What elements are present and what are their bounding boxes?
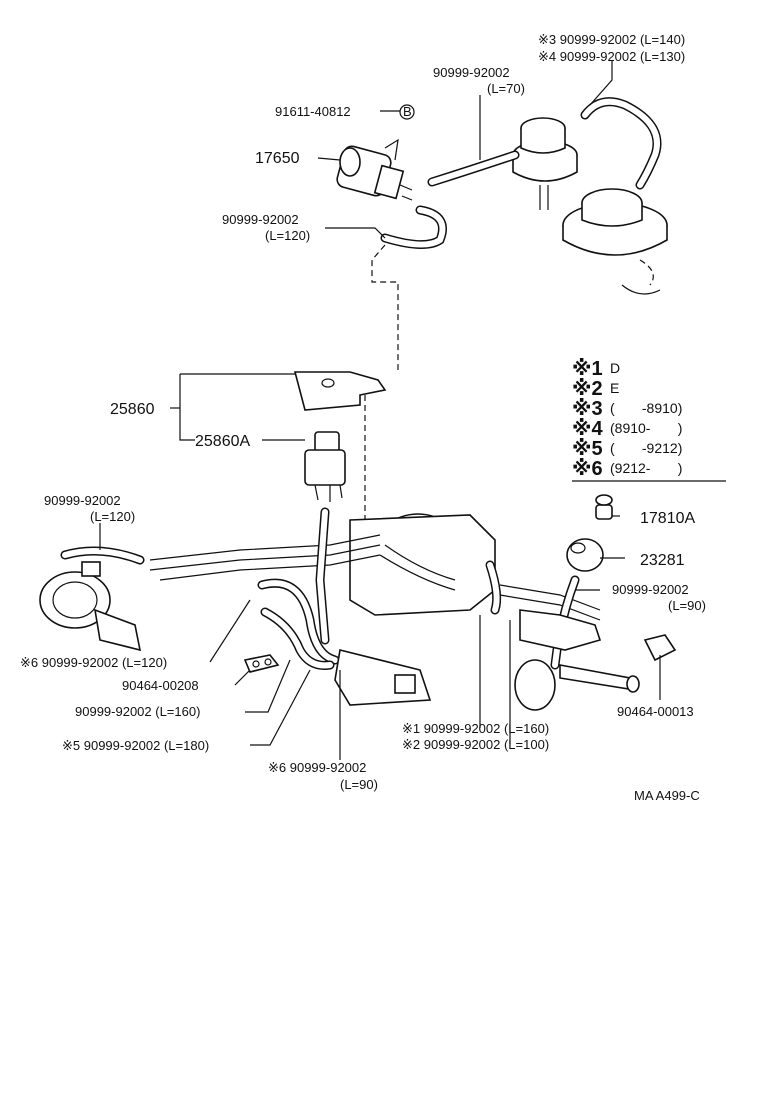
callout-right-hose-part: 90999-92002 (612, 582, 689, 597)
hose-upper-l70 (427, 150, 520, 187)
callout-reference-b: B (403, 104, 412, 119)
legend-text-2: E (610, 380, 619, 396)
callout-right-hose-length: (L=90) (668, 598, 706, 613)
figure-code: MA A499-C (634, 788, 700, 803)
damper-23281 (566, 538, 604, 572)
legend-text-4: (8910- ) (610, 420, 682, 436)
callout-damper-23281: 23281 (640, 552, 685, 569)
right-bracket-assembly (514, 609, 640, 711)
callout-hose-l160-1: ※1 90999-92002 (L=160) (402, 721, 549, 736)
left-pump (39, 561, 142, 652)
legend-text-6: (9212- ) (610, 460, 682, 476)
callout-hose-l160: 90999-92002 (L=160) (75, 704, 200, 719)
filter-17810a (595, 494, 613, 520)
callout-upper-hose-part: 90999-92002 (433, 65, 510, 80)
callout-left-hose-length: (L=120) (90, 509, 135, 524)
callout-vsv-25860a: 25860A (195, 433, 250, 450)
callout-clamp-00208: 90464-00208 (122, 678, 199, 693)
legend-text-3: ( -8910) (610, 400, 682, 416)
clamp-90464-00208 (243, 654, 280, 673)
callout-labels: ※3 90999-92002 (L=140) ※4 90999-92002 (L… (20, 32, 706, 792)
hose-upper-l120 (380, 205, 447, 249)
legend-mark-1: ※1 (572, 358, 603, 380)
callout-bracket-25860: 25860 (110, 401, 155, 418)
vsv-25860a (304, 431, 346, 502)
hoses-lower-left (257, 507, 340, 670)
hose-right-l160 (485, 560, 502, 615)
applicability-legend: ※1 D ※2 E ※3 ( -8910) ※4 (8910- ) ※5 ( -… (572, 358, 726, 482)
reference-mark-b (399, 104, 415, 120)
clip-90464-00013 (643, 634, 677, 662)
bracket-25860 (293, 371, 387, 411)
legend-mark-4: ※4 (572, 418, 603, 440)
legend-mark-5: ※5 (572, 438, 603, 460)
hose-left-l120 (60, 546, 145, 565)
callout-hose-l90-6-length: (L=90) (340, 777, 378, 792)
callout-l130: ※4 90999-92002 (L=130) (538, 49, 685, 64)
engine-block-lower (334, 649, 432, 706)
callout-bolt: 91611-40812 (275, 104, 351, 119)
callout-hose-l180-5: ※5 90999-92002 (L=180) (62, 738, 209, 753)
callout-l140: ※3 90999-92002 (L=140) (538, 32, 685, 47)
callout-hose-l120-6: ※6 90999-92002 (L=120) (20, 655, 167, 670)
throttle-body (349, 513, 496, 616)
callout-vsv-hose-part: 90999-92002 (222, 212, 299, 227)
vacuum-pipes (149, 534, 601, 621)
legend-mark-2: ※2 (572, 378, 603, 400)
legend-text-1: D (610, 360, 620, 376)
legend-mark-6: ※6 (572, 458, 603, 480)
callout-filter-17810a: 17810A (640, 510, 695, 527)
legend-text-5: ( -9212) (610, 440, 682, 456)
callout-vsv-hose-length: (L=120) (265, 228, 310, 243)
callout-vsv-17650: 17650 (255, 150, 300, 167)
callout-left-hose-part: 90999-92002 (44, 493, 121, 508)
callout-upper-hose-length: (L=70) (487, 81, 525, 96)
legend-mark-3: ※3 (572, 398, 603, 420)
vacuum-diaphragm-lower (562, 188, 668, 295)
hose-upper-l140 (580, 97, 662, 190)
leader-lines (99, 60, 661, 760)
callout-hose-l90-6: ※6 90999-92002 (268, 760, 366, 775)
vacuum-diaphragm-upper (512, 117, 578, 210)
callout-clip-00013: 90464-00013 (617, 704, 694, 719)
vsv-17650 (336, 138, 413, 201)
dashed-link-upper (371, 244, 399, 370)
callout-hose-l100-2: ※2 90999-92002 (L=100) (402, 737, 549, 752)
